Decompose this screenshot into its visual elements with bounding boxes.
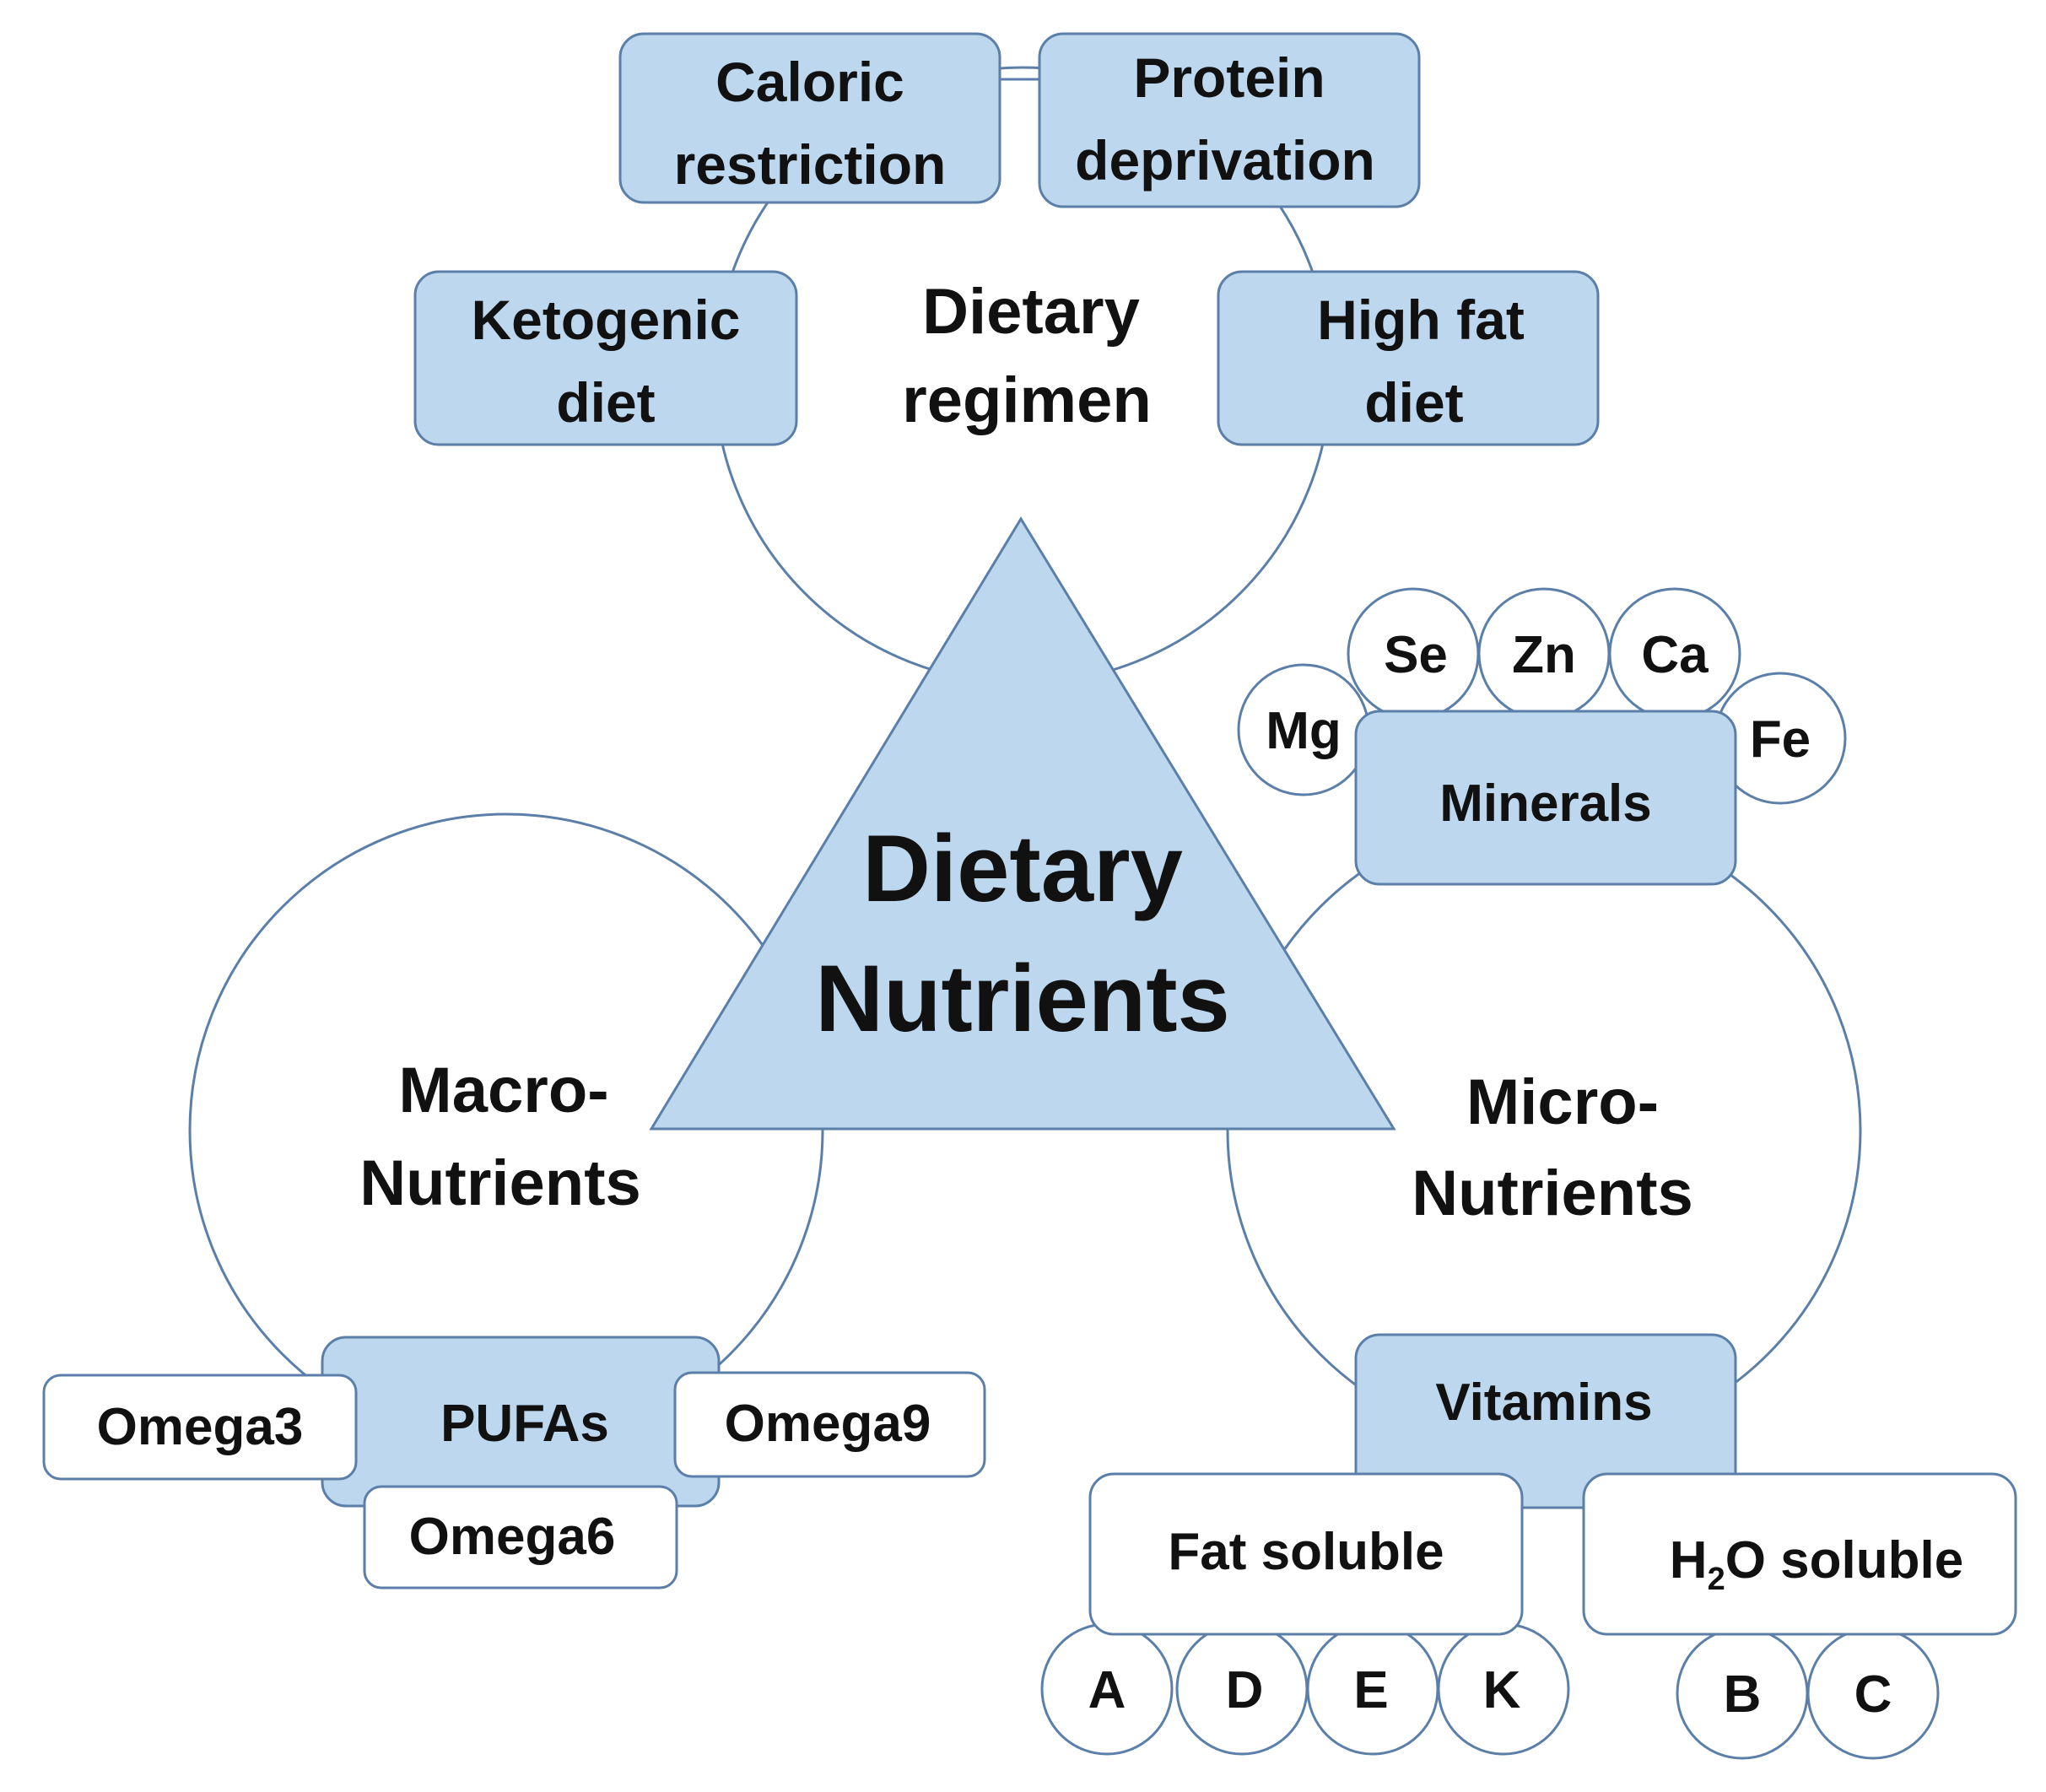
- protein-deprivation-line2: deprivation: [1075, 129, 1375, 192]
- vitamin-d-label: D: [1226, 1661, 1264, 1719]
- water-soluble-label: H2O soluble: [1670, 1531, 1963, 1597]
- vitamins-box: Vitamins: [1354, 1333, 1737, 1509]
- fat-soluble-label: Fat soluble: [1168, 1523, 1444, 1581]
- vitamin-d-circle: D: [1175, 1622, 1309, 1756]
- protein-deprivation-line1: Protein: [1133, 46, 1325, 109]
- caloric-restriction-line1: Caloric: [715, 51, 904, 113]
- mineral-ca-circle: Ca: [1608, 587, 1741, 721]
- dietary-nutrients-title-line2: Nutrients: [815, 946, 1230, 1051]
- omega3-box: Omega3: [42, 1374, 358, 1481]
- dietary-nutrients-title-line1: Dietary: [862, 816, 1183, 921]
- omega9-box: Omega9: [673, 1371, 986, 1478]
- vitamin-a-label: A: [1088, 1661, 1126, 1719]
- macro-nutrients-label-line1: Macro-: [398, 1055, 608, 1126]
- omega3-label: Omega3: [97, 1398, 304, 1456]
- water-soluble-label-suffix: O soluble: [1725, 1531, 1963, 1590]
- mineral-mg-label: Mg: [1266, 702, 1342, 760]
- vitamins-label: Vitamins: [1435, 1374, 1652, 1432]
- vitamin-c-circle: C: [1806, 1627, 1940, 1760]
- high-fat-diet-box: High fat diet: [1217, 270, 1600, 446]
- caloric-restriction-line2: restriction: [674, 133, 947, 196]
- dietary-nutrients-triangle: [649, 516, 1396, 1131]
- mineral-ca-label: Ca: [1641, 626, 1709, 684]
- omega9-label: Omega9: [725, 1395, 931, 1453]
- water-soluble-label-subscript: 2: [1708, 1562, 1725, 1597]
- vitamin-k-circle: K: [1437, 1622, 1570, 1756]
- water-soluble-label-prefix: H: [1670, 1531, 1708, 1590]
- mineral-zn-label: Zn: [1512, 626, 1576, 684]
- vitamin-a-circle: A: [1040, 1622, 1174, 1756]
- mineral-mg-circle: Mg: [1237, 663, 1370, 796]
- macro-nutrients-label-line2: Nutrients: [359, 1147, 641, 1219]
- minerals-label: Minerals: [1439, 775, 1652, 833]
- minerals-box: Minerals: [1354, 710, 1737, 886]
- ketogenic-diet-line2: diet: [556, 371, 655, 434]
- vitamin-b-circle: B: [1676, 1627, 1809, 1760]
- vitamin-e-label: E: [1353, 1661, 1388, 1719]
- mineral-se-circle: Se: [1347, 587, 1480, 721]
- fat-soluble-box: Fat soluble: [1088, 1472, 1524, 1636]
- caloric-restriction-box: Caloric restriction: [618, 32, 1001, 204]
- high-fat-diet-line2: diet: [1364, 371, 1463, 434]
- vitamin-b-label: B: [1724, 1665, 1762, 1724]
- vitamin-k-label: K: [1483, 1661, 1521, 1719]
- vitamin-e-circle: E: [1306, 1622, 1439, 1756]
- ketogenic-diet-box: Ketogenic diet: [413, 270, 798, 446]
- mineral-zn-circle: Zn: [1477, 587, 1611, 721]
- vitamin-c-label: C: [1854, 1665, 1892, 1724]
- mineral-fe-label: Fe: [1750, 710, 1811, 769]
- high-fat-diet-line1: High fat: [1317, 289, 1525, 351]
- water-soluble-box: H2O soluble: [1582, 1472, 2017, 1636]
- micro-nutrients-label-line1: Micro-: [1466, 1066, 1659, 1138]
- pufas-box: PUFAs: [321, 1336, 721, 1508]
- micro-nutrients-label-line2: Nutrients: [1412, 1158, 1693, 1229]
- ketogenic-diet-line1: Ketogenic: [471, 289, 740, 351]
- mineral-se-label: Se: [1384, 626, 1448, 684]
- omega6-box: Omega6: [363, 1485, 678, 1590]
- protein-deprivation-box: Protein deprivation: [1038, 32, 1421, 208]
- dietary-regimen-label-line2: regimen: [902, 364, 1152, 436]
- omega6-label: Omega6: [409, 1508, 616, 1566]
- dietary-regimen-label-line1: Dietary: [922, 276, 1140, 348]
- pufas-label: PUFAs: [440, 1395, 609, 1453]
